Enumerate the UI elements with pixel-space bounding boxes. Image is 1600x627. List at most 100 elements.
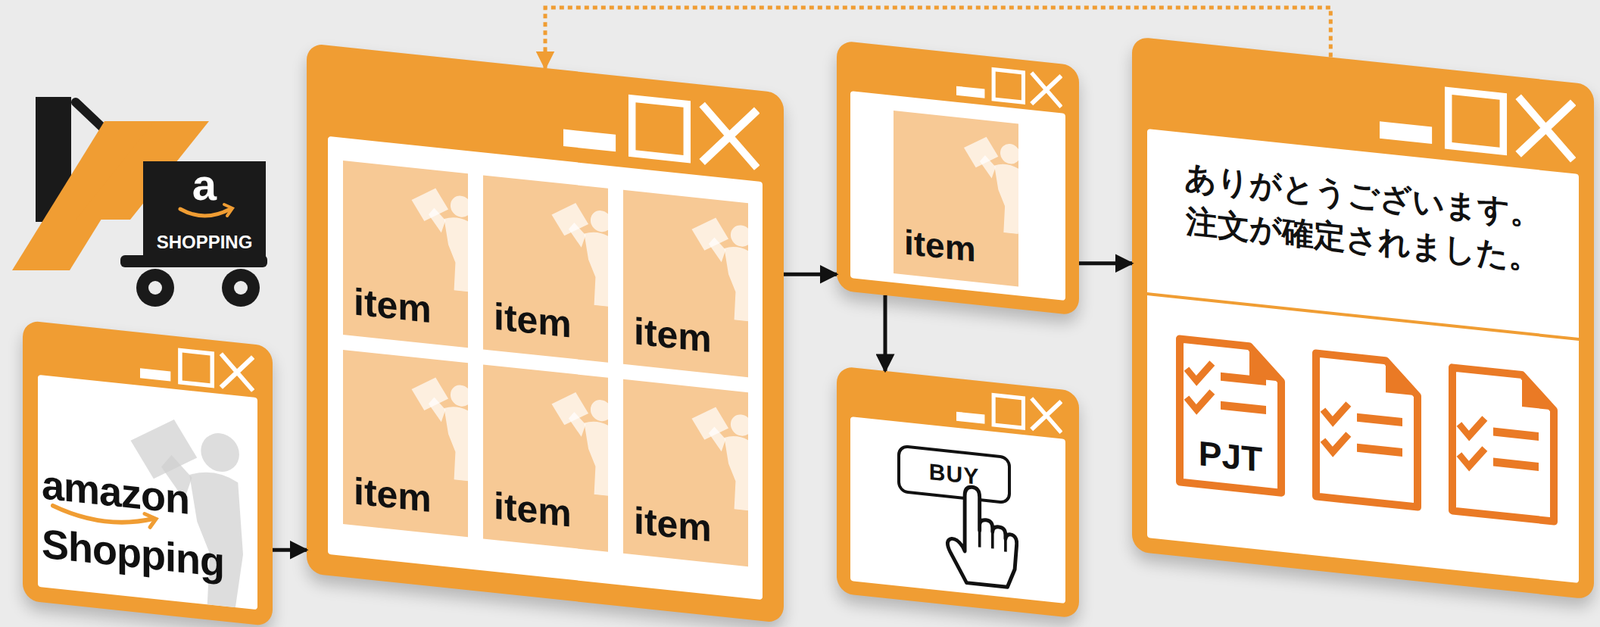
carrier-figure [392, 360, 468, 484]
wheel-hub [148, 280, 163, 295]
cart-box [143, 161, 266, 261]
logo-smile [180, 208, 231, 216]
cart-wheel [221, 268, 260, 307]
wheel-hub [233, 280, 248, 295]
figure-arm [428, 207, 446, 234]
carrier-figure [533, 185, 609, 309]
close-icon [701, 104, 758, 169]
item-tile: item [343, 349, 468, 537]
check-mark [1461, 418, 1483, 438]
item-tile: item [483, 364, 609, 552]
finger-lines [979, 530, 1006, 553]
close-icon [1031, 398, 1061, 433]
figure-head [450, 383, 468, 408]
check-line [1220, 405, 1267, 410]
logo-smile-tip [224, 204, 233, 216]
flow-arrow [883, 295, 888, 372]
maximize-icon [180, 349, 213, 386]
figure-head [450, 194, 468, 219]
app-window: BUY [836, 365, 1080, 619]
figure-head [730, 224, 749, 248]
pointing-hand [935, 470, 1019, 594]
figure-body [723, 434, 749, 512]
app-window: item [836, 40, 1080, 316]
check-mark [1188, 392, 1211, 412]
figure-arm [568, 221, 586, 248]
document-fold [1385, 360, 1418, 396]
divider-line [1147, 292, 1579, 341]
flow-arrow [783, 272, 837, 277]
minimize-icon [140, 368, 171, 381]
figure-head [730, 413, 749, 437]
maximize-icon [1448, 90, 1504, 152]
close-icon [1031, 72, 1061, 107]
window-controls [956, 388, 1063, 436]
window-controls [563, 85, 760, 172]
document-outline [1446, 361, 1560, 529]
check-line [1493, 431, 1539, 437]
carrier-figure [392, 171, 468, 295]
figure-head [590, 399, 609, 423]
carrier-figure [673, 389, 749, 514]
document-outline [1173, 332, 1288, 500]
minimize-icon [563, 128, 616, 152]
check-mark [1325, 404, 1347, 424]
minimize-icon [956, 86, 985, 99]
close-icon [1518, 96, 1574, 161]
window-controls [1379, 77, 1576, 165]
figure-arm [708, 426, 726, 453]
document-outline [1309, 346, 1424, 515]
carrier-figure [673, 200, 749, 325]
flow-arrow [272, 548, 307, 553]
figure-body [994, 163, 1019, 235]
logo-word: SHOPPING [147, 233, 262, 252]
figure-head [200, 431, 240, 475]
item-tile: item [623, 379, 749, 567]
carrier-figure [943, 120, 1019, 237]
figure-arm [979, 155, 996, 180]
node-text: BUY [900, 447, 1008, 502]
item-tile: item [483, 174, 609, 362]
node-text: item [633, 501, 712, 548]
figure-body [723, 245, 749, 322]
document-fold [1522, 374, 1554, 410]
node-text: amazon Shopping [41, 454, 250, 595]
maximize-icon [632, 98, 688, 160]
check-mark [1325, 434, 1347, 454]
app-window: amazon Shopping [22, 320, 273, 627]
flow-arrow [1079, 261, 1133, 266]
figure-head [1000, 143, 1019, 166]
check-mark [1461, 449, 1483, 468]
item-tile: item [343, 160, 468, 348]
check-line [1493, 461, 1539, 467]
figure-head [590, 209, 609, 234]
check-line [1356, 447, 1403, 453]
item-tile: item [623, 190, 749, 378]
node-text: item [353, 282, 432, 329]
app-window: item item item item item item [306, 43, 784, 624]
app-window: ありがとうございます。 注文が確定されました。PJT [1132, 36, 1594, 600]
cart-base [120, 255, 268, 268]
document-page [1452, 367, 1554, 521]
node-text: item [353, 471, 432, 518]
figure-arm [568, 411, 586, 437]
figure-body [443, 405, 468, 483]
node-text: item [633, 311, 712, 359]
figure-arm [428, 396, 446, 423]
check-line [1356, 417, 1403, 422]
node-text: item [493, 297, 572, 344]
check-mark [1188, 363, 1211, 383]
cart-logo [0, 0, 288, 319]
figure-arm [708, 237, 726, 263]
logo-letter: a [166, 162, 243, 207]
minimize-icon [956, 411, 985, 425]
figure-body [583, 230, 609, 308]
document-icon: PJT [1173, 332, 1288, 500]
maximize-icon [993, 395, 1024, 428]
close-icon [221, 353, 253, 391]
cart-wheel [136, 268, 175, 307]
window-body [850, 416, 1066, 604]
minimize-icon [1379, 121, 1432, 144]
figure-body [443, 216, 468, 294]
